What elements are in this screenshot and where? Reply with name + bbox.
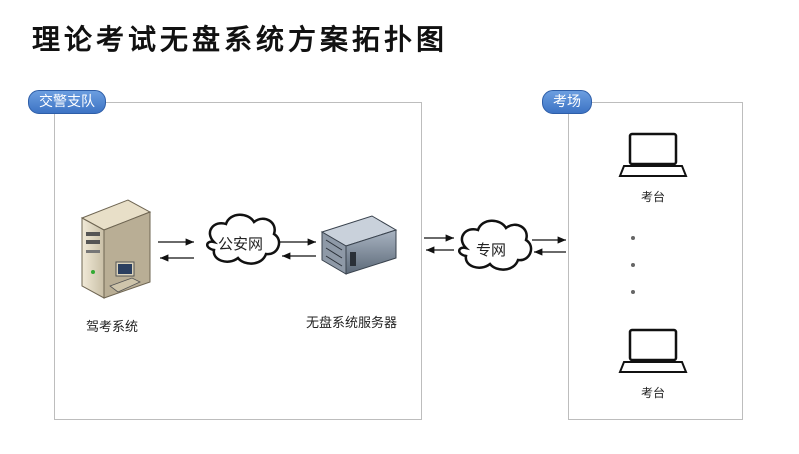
small-monitor-icon xyxy=(109,261,141,293)
link-arrows xyxy=(158,234,566,262)
exam-system-label: 驾考系统 xyxy=(86,320,139,335)
diskless-server-label: 无盘系统服务器 xyxy=(306,316,398,331)
ellipsis-dot xyxy=(631,290,635,294)
private-net-label: 专网 xyxy=(476,241,507,259)
terminal-bottom-label: 考台 xyxy=(641,386,666,400)
page-title: 理论考试无盘系统方案拓扑图 xyxy=(32,23,449,56)
exam-terminal-top-laptop-icon xyxy=(618,132,688,177)
ellipsis-dot xyxy=(631,236,635,240)
private-net-cloud xyxy=(458,219,533,271)
exam-terminal-bottom-laptop-icon xyxy=(618,328,688,373)
exam-system-server-icon xyxy=(80,199,152,299)
public-security-net-cloud xyxy=(206,213,281,265)
public-security-net-label: 公安网 xyxy=(218,235,264,253)
diskless-server-icon xyxy=(320,215,398,275)
terminal-top-label: 考台 xyxy=(641,190,666,204)
zone-label-police-detachment: 交警支队 xyxy=(28,90,106,114)
ellipsis-dot xyxy=(631,263,635,267)
zone-label-exam-room: 考场 xyxy=(542,90,592,114)
